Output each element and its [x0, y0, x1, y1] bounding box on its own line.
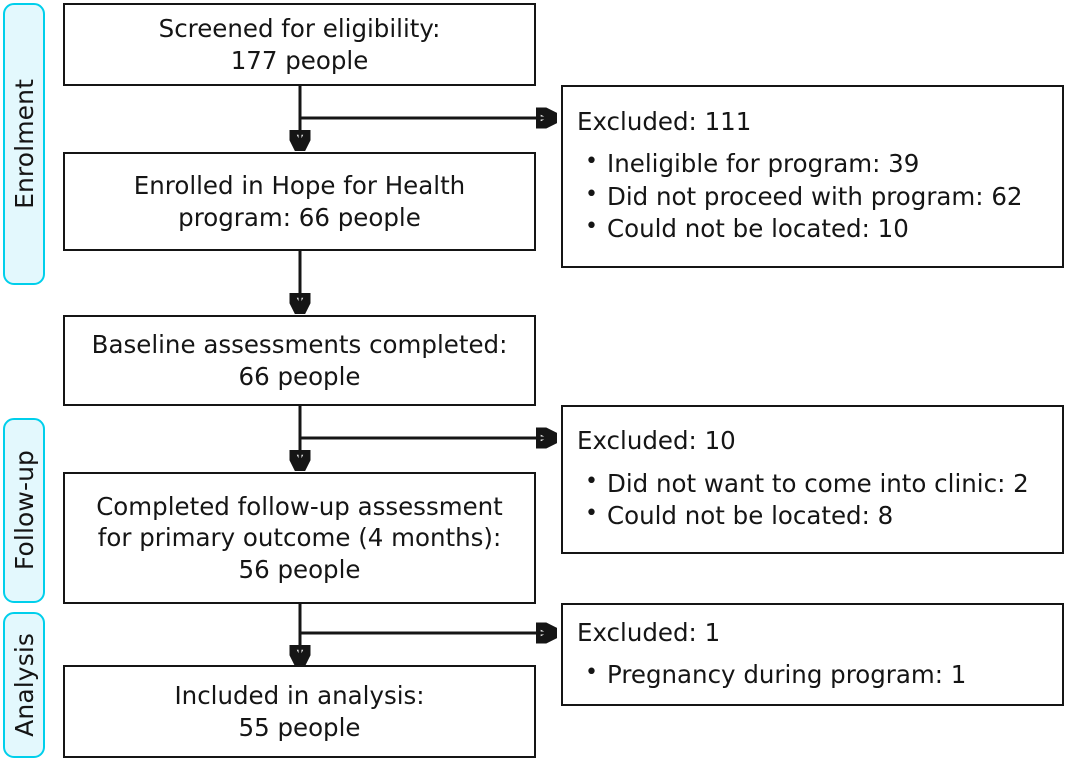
exclusion-box-analysis: Excluded: 1 Pregnancy during program: 1	[561, 603, 1064, 706]
exclusion-box-followup-reasons: Did not want to come into clinic: 2 Coul…	[577, 467, 1048, 533]
stage-tab-enrolment-label: Enrolment	[9, 79, 39, 209]
flow-box-screened-line-1: Screened for eligibility:	[158, 14, 441, 44]
flow-box-analysed-line-2: 55 people	[238, 712, 361, 742]
flow-box-enrolled-line-1: Enrolled in Hope for Health	[133, 171, 466, 201]
list-item: Did not want to come into clinic: 2	[577, 467, 1048, 501]
exclusion-box-followup: Excluded: 10 Did not want to come into c…	[561, 405, 1064, 554]
flow-box-followup-assessment-line-1: Completed follow-up assessment	[96, 491, 503, 521]
exclusion-box-analysis-reasons: Pregnancy during program: 1	[577, 658, 1048, 692]
exclusion-box-enrolment-reasons: Ineligible for program: 39 Did not proce…	[577, 147, 1048, 246]
list-item: Pregnancy during program: 1	[577, 658, 1048, 692]
list-item: Ineligible for program: 39	[577, 147, 1048, 181]
exclusion-box-enrolment: Excluded: 111 Ineligible for program: 39…	[561, 85, 1064, 268]
flow-box-enrolled: Enrolled in Hope for Health program: 66 …	[63, 152, 536, 251]
exclusion-box-followup-title: Excluded: 10	[577, 426, 736, 456]
flow-box-enrolled-line-2: program: 66 people	[178, 202, 421, 232]
exclusion-box-enrolment-title: Excluded: 111	[577, 106, 752, 136]
stage-tab-analysis: Analysis	[3, 612, 45, 758]
list-item: Could not be located: 8	[577, 499, 1048, 533]
stage-tab-follow-up-label: Follow-up	[9, 450, 39, 571]
flow-box-followup-assessment-line-3: 56 people	[238, 554, 361, 584]
stage-tab-follow-up: Follow-up	[3, 418, 45, 603]
exclusion-box-analysis-title: Excluded: 1	[577, 617, 721, 647]
list-item: Could not be located: 10	[577, 212, 1048, 246]
flow-box-followup-assessment: Completed follow-up assessment for prima…	[63, 472, 536, 604]
flow-box-screened-line-2: 177 people	[230, 45, 369, 75]
flow-box-screened: Screened for eligibility: 177 people	[63, 3, 536, 86]
stage-tab-analysis-label: Analysis	[9, 633, 39, 737]
list-item: Did not proceed with program: 62	[577, 180, 1048, 214]
flow-box-analysed: Included in analysis: 55 people	[63, 665, 536, 758]
flow-box-baseline: Baseline assessments completed: 66 peopl…	[63, 315, 536, 406]
flow-box-baseline-line-1: Baseline assessments completed:	[91, 330, 508, 360]
flow-box-baseline-line-2: 66 people	[238, 361, 361, 391]
stage-tab-enrolment: Enrolment	[3, 3, 45, 285]
flow-box-followup-assessment-line-2: for primary outcome (4 months):	[97, 523, 502, 553]
flow-box-analysed-line-1: Included in analysis:	[174, 681, 425, 711]
